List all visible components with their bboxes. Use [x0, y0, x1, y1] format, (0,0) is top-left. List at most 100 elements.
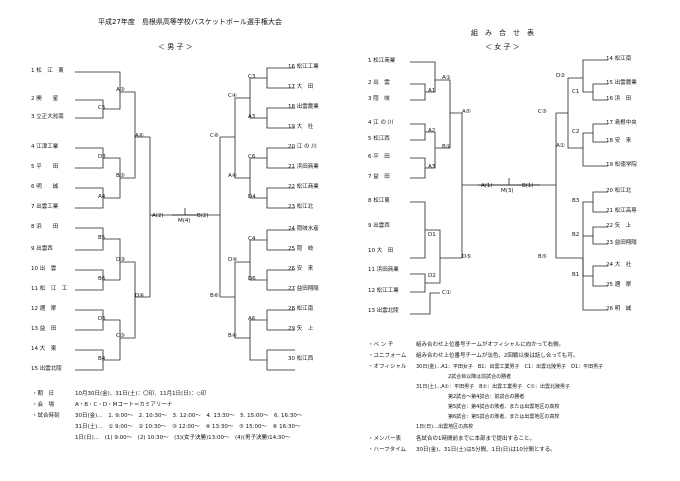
game-label: B⑥: [210, 293, 219, 299]
times-label: ・試合時刻: [32, 413, 60, 419]
final-label-left: A(1): [481, 183, 493, 189]
team-label: 9 出雲西: [31, 246, 53, 252]
team-label: 12 邇 摩: [31, 306, 57, 312]
official-30: 30日(金)…A1：平田女子 B1：出雲工業男子 C1：出雲北陵男子 D1：平田…: [416, 364, 604, 370]
team-label: 18 出雲農業: [288, 104, 319, 110]
game-label: A3: [428, 164, 436, 170]
team-label: 13 益 田: [31, 326, 57, 332]
game-label: B3: [572, 198, 580, 204]
game-label: D5: [98, 316, 106, 322]
team-label: 5 平 田: [31, 164, 59, 170]
team-label: 22 松江商業: [288, 184, 319, 190]
official-31d: 第6試合：第5試合の敗者、または出雲地区の高校: [448, 414, 560, 420]
team-label: 26 明 誠: [606, 306, 632, 312]
game-label: A④: [228, 173, 237, 179]
team-label: 2 開 星: [31, 96, 59, 102]
game-label: D3: [98, 154, 106, 160]
game-label: D⑤: [462, 254, 472, 260]
team-label: 4 江津工業: [31, 144, 59, 150]
game-label: B6: [98, 276, 106, 282]
game-label: B①: [442, 144, 451, 150]
venue-value: A・B・C・D・Mコート＝カミアリーナ: [75, 402, 173, 408]
member-value: 各試合の1時間前までに本部まで提出すること。: [416, 436, 536, 442]
team-label: 25 隠 岐: [288, 246, 314, 252]
final-label-mid: M(4): [178, 218, 191, 224]
team-label: 30 松江西: [288, 356, 314, 362]
team-label: 16 浜 田: [606, 96, 632, 102]
game-label: A2: [428, 128, 436, 134]
team-label: 20 松江北: [606, 188, 632, 194]
team-label: 4 江 の 川: [368, 120, 394, 126]
team-label: 15 出雲北陵: [31, 366, 62, 372]
game-label: B1: [572, 272, 580, 278]
game-label: B2: [572, 232, 580, 238]
game-label: B④: [228, 333, 237, 339]
team-label: 24 隠岐水産: [288, 226, 319, 232]
halftime-value: 30日(金)、31日(土)は5分間、1日(日)は10分間とする。: [416, 447, 556, 453]
official-31: 31日(土)…A①：平田男子 B①：出雲工業男子 C①：出雲北陵男子: [416, 384, 571, 390]
men-heading: ＜ 男 子 ＞: [158, 43, 193, 51]
team-label: 26 安 来: [288, 266, 314, 272]
game-label: B③: [116, 173, 125, 179]
game-label: C④: [228, 93, 237, 99]
team-label: 27 益田翔陽: [288, 286, 319, 292]
team-label: 11 浜田商業: [368, 267, 399, 273]
team-label: 8 松江東: [368, 198, 390, 204]
final-label-left: A(2): [152, 213, 164, 219]
team-label: 20 江 の 川: [288, 144, 317, 150]
team-label: 16 松江工業: [288, 64, 319, 70]
uniform-value: 組み合わせ上位番号チームが淡色、2回戦以後は話し合っても可。: [416, 353, 579, 359]
team-label: 2 出 雲: [368, 80, 390, 86]
game-label: D6: [248, 276, 256, 282]
team-label: 23 松江北: [288, 204, 314, 210]
game-label: D4: [248, 194, 256, 200]
game-label: A4: [98, 194, 106, 200]
team-label: 8 浜 田: [31, 224, 59, 230]
game-label: B5: [98, 235, 106, 241]
game-label: D1: [428, 232, 436, 238]
venue-label: ・会 場: [32, 402, 55, 408]
women-heading: ＜ 女 子 ＞: [485, 43, 520, 51]
times-31: 31日(土)… ① 9:00～ ② 10:30～ ③ 12:00～ ④ 13:3…: [75, 424, 301, 430]
bracket-table-title: 組 み 合 せ 表: [471, 29, 534, 37]
team-label: 17 大 田: [288, 84, 314, 90]
game-label: A②: [556, 143, 565, 149]
team-label: 18 安 来: [606, 138, 632, 144]
team-label: 19 松徳学院: [606, 162, 637, 168]
game-label: B4: [98, 356, 106, 362]
team-label: 21 松江高専: [606, 208, 637, 214]
team-label: 21 浜田商業: [288, 164, 319, 170]
game-label: B⑤: [538, 254, 547, 260]
game-label: A⑤: [462, 109, 471, 115]
schedule-value: 10月30日(金)、31日(土)：〇印、11月1日(日)：◇印: [75, 391, 207, 397]
team-label: 29 矢 上: [288, 326, 314, 332]
team-label: 6 平 田: [368, 154, 390, 160]
game-label: A6: [248, 316, 256, 322]
game-label: A③: [116, 87, 125, 93]
official-30b: 2試合目以降は前試合の勝者: [448, 374, 512, 380]
document-title: 平成27年度 島根県高等学校バスケットボール選手権大会: [98, 18, 282, 26]
team-label: 15 出雲農業: [606, 80, 637, 86]
schedule-label: ・期 日: [32, 391, 55, 397]
game-label: D③: [116, 257, 126, 263]
bench-label: ・ベ ン チ: [368, 342, 394, 348]
team-label: 19 大 社: [288, 124, 314, 130]
game-label: A①: [442, 75, 451, 81]
game-label: C③: [116, 333, 125, 339]
member-label: ・メンバー表: [368, 436, 402, 442]
team-label: 22 矢 上: [606, 223, 632, 229]
game-label: A1: [428, 88, 436, 94]
official-label: ・オフィシャル: [368, 364, 407, 370]
game-label: C2: [572, 129, 580, 135]
team-label: 28 松江南: [288, 306, 314, 312]
team-label: 11 松 江 工: [31, 286, 68, 292]
team-label: 13 出雲北陵: [368, 308, 399, 314]
game-label: D2: [428, 273, 436, 279]
team-label: 6 明 誠: [31, 184, 59, 190]
game-label: C①: [442, 290, 451, 296]
official-31c: 第5試合：第4試合の敗者、または出雲地区の高校: [448, 404, 560, 410]
team-label: 3 立正大淞南: [31, 114, 64, 120]
team-label: 7 益 田: [368, 174, 390, 180]
official-1: 1日(日)…出雲地区の高校: [416, 424, 474, 430]
